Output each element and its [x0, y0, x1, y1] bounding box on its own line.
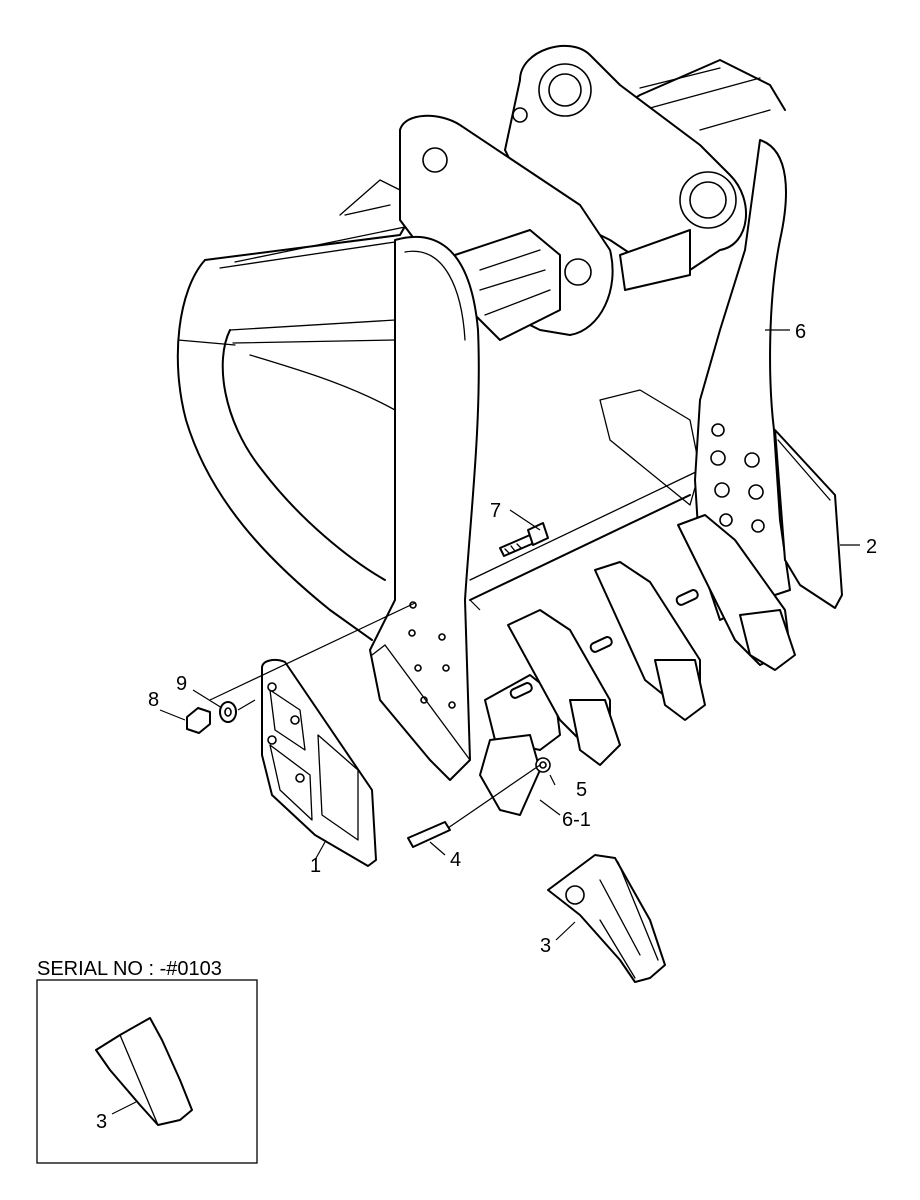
callout-5: 5	[576, 779, 587, 801]
side-cutter-right	[774, 429, 843, 609]
callout-8: 8	[148, 689, 159, 711]
inset-frame	[36, 979, 258, 1164]
callout-1: 1	[310, 855, 321, 877]
inset-title: SERIAL NO : -#0103	[37, 958, 222, 980]
inset-callout-3: 3	[96, 1111, 107, 1133]
bucket-linkage-lugs	[399, 45, 747, 506]
callout-2: 2	[866, 536, 877, 558]
inset-tooth	[95, 1017, 193, 1126]
bucket-tooth-loose	[547, 854, 666, 983]
tooth-row	[407, 514, 796, 848]
callout-4: 4	[450, 849, 461, 871]
leader-lines	[159, 329, 860, 941]
callout-9: 9	[176, 673, 187, 695]
nut-and-washer	[186, 701, 237, 734]
side-plate-left	[369, 236, 480, 781]
callout-3: 3	[540, 935, 551, 957]
callout-6: 6	[795, 321, 806, 343]
side-cutter-left	[261, 659, 377, 867]
callout-7: 7	[490, 500, 501, 522]
side-plate-right	[694, 139, 791, 621]
bolt	[499, 522, 549, 557]
serial-inset: SERIAL NO : -#0103 3	[36, 958, 258, 1164]
callout-6-1: 6-1	[562, 809, 591, 831]
